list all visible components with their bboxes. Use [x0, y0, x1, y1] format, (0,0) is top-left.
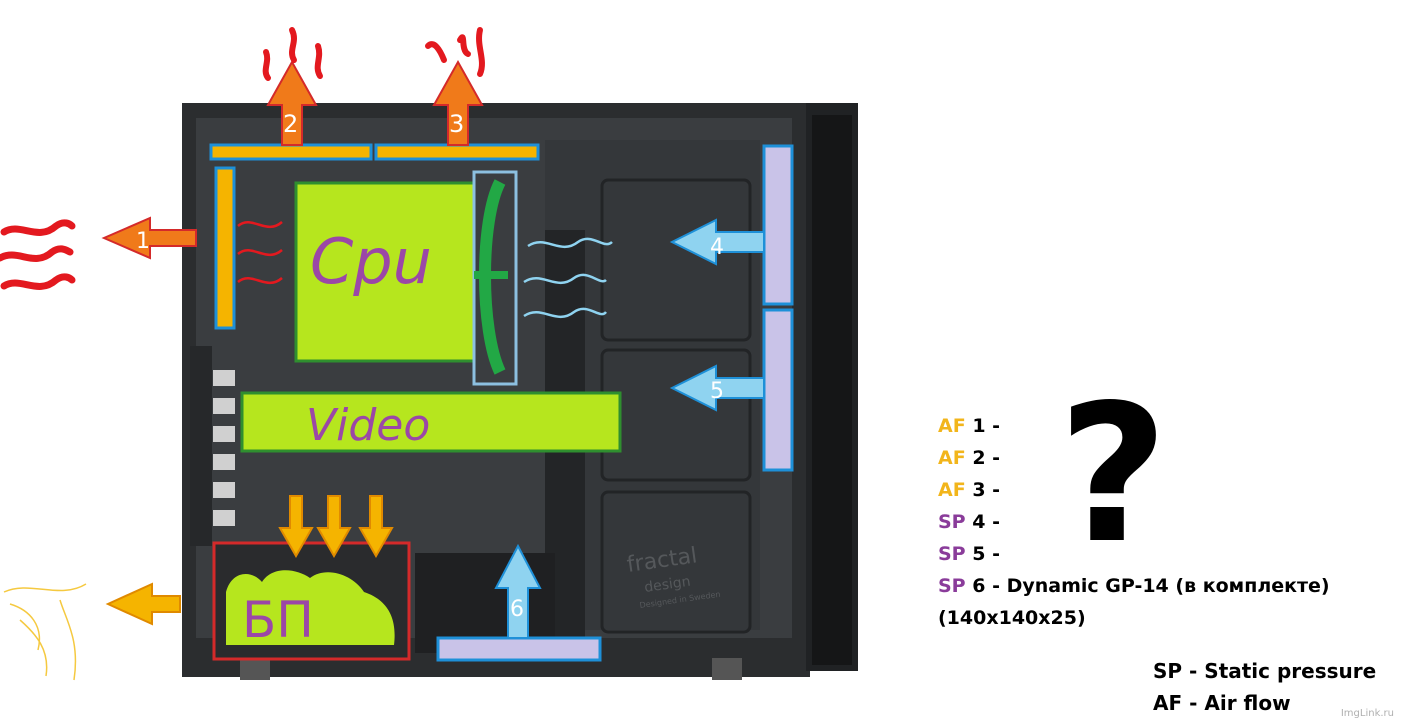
abbr-sp: SP - Static pressure [1153, 659, 1377, 683]
intake-fan-bottom [436, 636, 602, 662]
heat-lines-inside [237, 220, 283, 285]
exhaust-fan-top-1 [209, 143, 373, 161]
front-panel-vents [812, 115, 852, 665]
video-block: Video [240, 391, 622, 453]
abbreviation-key: SP - Static pressure AF - Air flow [1153, 655, 1376, 719]
abbr-af: AF - Air flow [1153, 691, 1291, 715]
legend-text: (140x140x25) [938, 607, 1086, 629]
warm-air-lines-psu [3, 583, 87, 681]
fan-number-2: 2 [283, 110, 298, 138]
cpu-cooler-fan [472, 170, 518, 386]
legend-type: AF [938, 447, 966, 469]
psu-label: БП [242, 591, 314, 649]
legend-row-5: SP 5 - [938, 538, 1330, 570]
expansion-slots [190, 346, 212, 546]
question-mark: ? [1058, 364, 1168, 585]
fan-number-5: 5 [710, 379, 724, 404]
intake-fan-front-top [762, 144, 794, 306]
heat-lines-left [0, 219, 76, 290]
cool-air-lines [523, 237, 613, 319]
legend-type: AF [938, 415, 966, 437]
legend-text: 6 - Dynamic GP-14 (в комплекте) [972, 575, 1330, 597]
legend-row-3: AF 3 - [938, 474, 1330, 506]
exhaust-fan-rear [214, 166, 236, 330]
fan-number-4: 4 [710, 235, 724, 260]
intake-fan-front-bottom [762, 308, 794, 472]
expansion-slot-covers [213, 370, 235, 526]
legend-text: 4 - [972, 511, 1000, 533]
cpu-label: Cpu [310, 225, 432, 298]
legend-type: SP [938, 511, 966, 533]
legend-text: 5 - [972, 543, 1000, 565]
arrow-1-exhaust: 1 [101, 216, 197, 260]
legend-text: 2 - [972, 447, 1001, 469]
bottom-fan-mount [415, 553, 555, 653]
legend-text: 3 - [972, 479, 1001, 501]
case-foot-right [712, 658, 742, 680]
legend-row-6: SP 6 - Dynamic GP-14 (в комплекте) [938, 570, 1330, 602]
arrow-2-exhaust: 2 [266, 59, 318, 146]
legend-row-7: (140x140x25) [938, 602, 1330, 634]
arrow-3-exhaust: 3 [432, 59, 484, 146]
brand-logo-sub: design [643, 574, 691, 596]
legend-row-1: AF 1 - [938, 410, 1330, 442]
arrow-4-intake: 4 [669, 218, 765, 266]
legend-row-4: SP 4 - [938, 506, 1330, 538]
case-foot-left [240, 658, 270, 680]
arrow-6-intake: 6 [494, 543, 542, 639]
legend-row-2: AF 2 - [938, 442, 1330, 474]
legend-type: SP [938, 575, 966, 597]
fan-number-1: 1 [136, 229, 150, 254]
psu-block: БП [212, 541, 411, 661]
legend-type: AF [938, 479, 966, 501]
video-label: Video [306, 400, 430, 451]
legend-text: 1 - [972, 415, 1001, 437]
heat-lines-top [262, 27, 485, 81]
arrow-psu-exhaust [105, 582, 181, 626]
fan-number-3: 3 [449, 110, 464, 138]
fan-legend: AF 1 - AF 2 - AF 3 - SP 4 - SP 5 - SP 6 … [938, 410, 1330, 634]
arrow-5-intake: 5 [669, 364, 765, 412]
exhaust-fan-top-2 [374, 143, 540, 161]
legend-type: SP [938, 543, 966, 565]
cpu-block: Cpu [294, 181, 476, 363]
watermark: ImgLink.ru [1340, 708, 1394, 719]
fan-number-6: 6 [510, 597, 524, 622]
arrows-into-psu [278, 495, 394, 559]
